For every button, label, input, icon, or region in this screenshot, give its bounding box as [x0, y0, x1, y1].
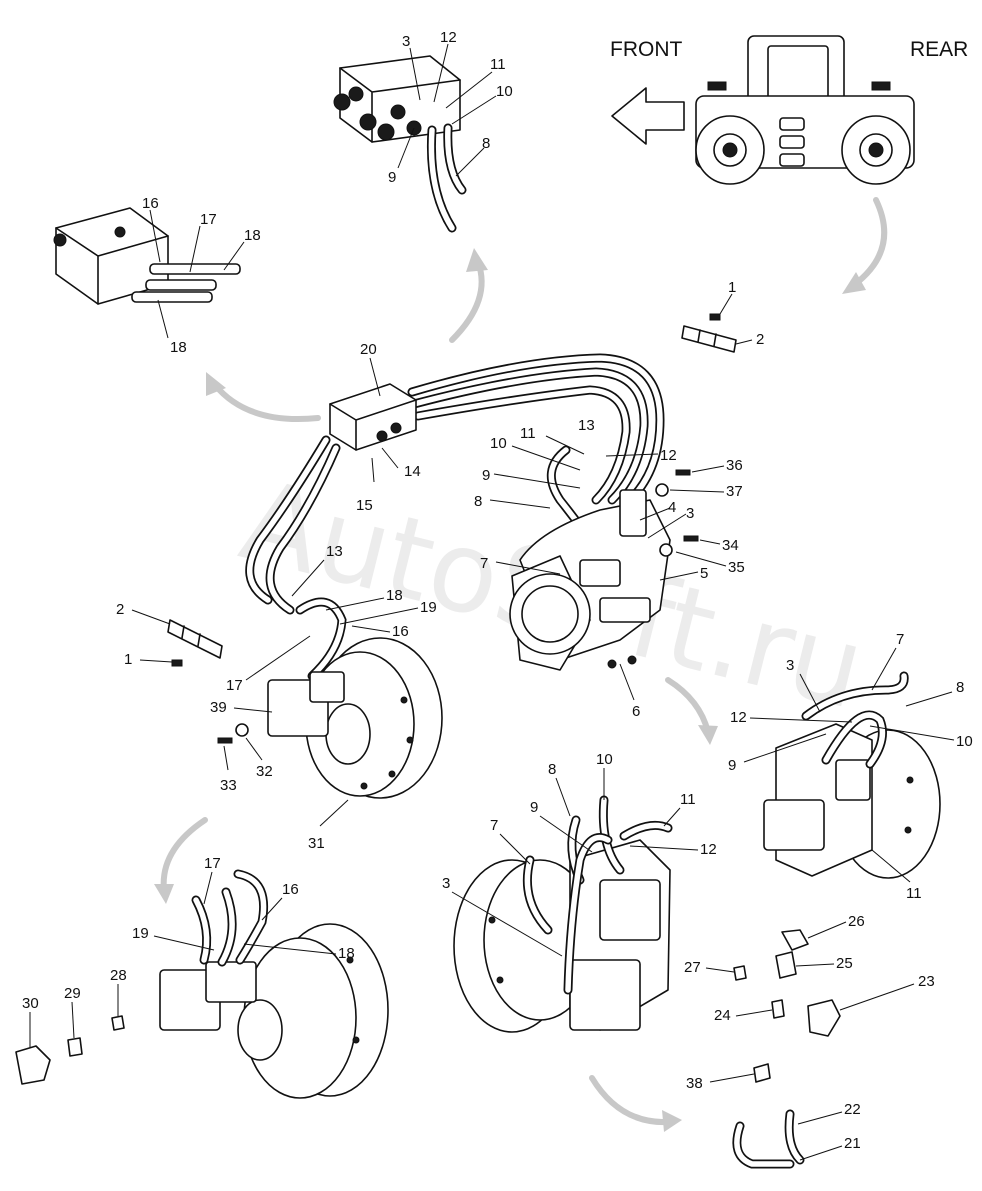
callout-fit-21: 21: [844, 1135, 861, 1152]
callout-fit-29: 29: [64, 985, 81, 1002]
callout-lm-18: 18: [338, 945, 355, 962]
callout-top-9: 9: [388, 169, 396, 186]
rear-label: REAR: [910, 38, 968, 61]
left-valve-block: [53, 207, 241, 305]
callout-main-34: 34: [722, 537, 739, 554]
callout-right-11: 11: [906, 885, 922, 902]
callout-left-18: 18: [386, 587, 403, 604]
callout-left-block-16: 16: [142, 195, 159, 212]
distribution-block-20: [329, 383, 417, 451]
callout-fit-25: 25: [836, 955, 853, 972]
callout-main-7: 7: [480, 555, 488, 572]
callout-main-15: 15: [356, 497, 373, 514]
callout-main-11: 11: [520, 425, 536, 442]
callout-main-5: 5: [700, 565, 708, 582]
callout-left-16: 16: [392, 623, 409, 640]
callout-center-9: 9: [530, 799, 538, 816]
front-drive-motor: [267, 637, 443, 799]
callout-top-12: 12: [440, 29, 457, 46]
callout-main-36: 36: [726, 457, 743, 474]
callout-center-12: 12: [700, 841, 717, 858]
top-valve-block: [333, 55, 467, 233]
front-label: FRONT: [610, 38, 682, 61]
callout-rear-1: 1: [728, 279, 736, 296]
callout-fit-23: 23: [918, 973, 935, 990]
right-motor-detail: [763, 671, 941, 879]
callout-right-7: 7: [896, 631, 904, 648]
callout-left-block-18-top: 18: [244, 227, 261, 244]
callout-left-19: 19: [420, 599, 437, 616]
callout-main-37: 37: [726, 483, 743, 500]
callout-left-32: 32: [256, 763, 273, 780]
callout-main-12: 12: [660, 447, 677, 464]
callout-fit-24: 24: [714, 1007, 731, 1024]
callout-left-block-18-bottom: 18: [170, 339, 187, 356]
callout-fit-27: 27: [684, 959, 701, 976]
callout-rear-2: 2: [756, 331, 764, 348]
callout-lm-16: 16: [282, 881, 299, 898]
rear-bracket: [681, 313, 737, 353]
callout-main-9: 9: [482, 467, 490, 484]
callout-center-10: 10: [596, 751, 613, 768]
callout-left-13: 13: [326, 543, 343, 560]
callout-main-6: 6: [632, 703, 640, 720]
callout-right-10: 10: [956, 733, 973, 750]
callout-left-39: 39: [210, 699, 227, 716]
callout-main-3: 3: [686, 505, 694, 522]
callout-main-8: 8: [474, 493, 482, 510]
callout-lm-17: 17: [204, 855, 221, 872]
main-hose-bundle: [245, 353, 665, 681]
callout-center-11: 11: [680, 791, 696, 808]
callout-right-12: 12: [730, 709, 747, 726]
callout-fit-30: 30: [22, 995, 39, 1012]
callout-right-9: 9: [728, 757, 736, 774]
callout-top-11: 11: [490, 56, 506, 73]
callout-left-17: 17: [226, 677, 243, 694]
fittings-group: [15, 929, 841, 1169]
callout-main-10: 10: [490, 435, 507, 452]
callout-left-1: 1: [124, 651, 132, 668]
callout-center-7: 7: [490, 817, 498, 834]
callout-top-8: 8: [482, 135, 490, 152]
callout-right-8: 8: [956, 679, 964, 696]
callout-center-8: 8: [548, 761, 556, 778]
callout-left-2: 2: [116, 601, 124, 618]
callout-left-31: 31: [308, 835, 325, 852]
center-motor-detail: [453, 795, 673, 1033]
callout-lm-19: 19: [132, 925, 149, 942]
callout-top-3: 3: [402, 33, 410, 50]
front-bracket: [167, 619, 223, 667]
flow-arrow-icon: [154, 197, 888, 1132]
callout-main-4: 4: [668, 499, 676, 516]
callout-top-10: 10: [496, 83, 513, 100]
callout-main-20: 20: [360, 341, 377, 358]
callout-main-35: 35: [728, 559, 745, 576]
callout-fit-38: 38: [686, 1075, 703, 1092]
callout-fit-28: 28: [110, 967, 127, 984]
callout-right-3: 3: [786, 657, 794, 674]
callout-main-13: 13: [578, 417, 595, 434]
rear-drive-motor: [509, 489, 671, 671]
callout-fit-22: 22: [844, 1101, 861, 1118]
callout-main-14: 14: [404, 463, 421, 480]
callout-center-3: 3: [442, 875, 450, 892]
callout-left-block-17: 17: [200, 211, 217, 228]
callout-fit-26: 26: [848, 913, 865, 930]
front-direction-arrow-icon: [611, 87, 685, 145]
roller-machine-icon: [695, 35, 915, 185]
left-motor-detail: [159, 869, 389, 1099]
callout-left-33: 33: [220, 777, 237, 794]
